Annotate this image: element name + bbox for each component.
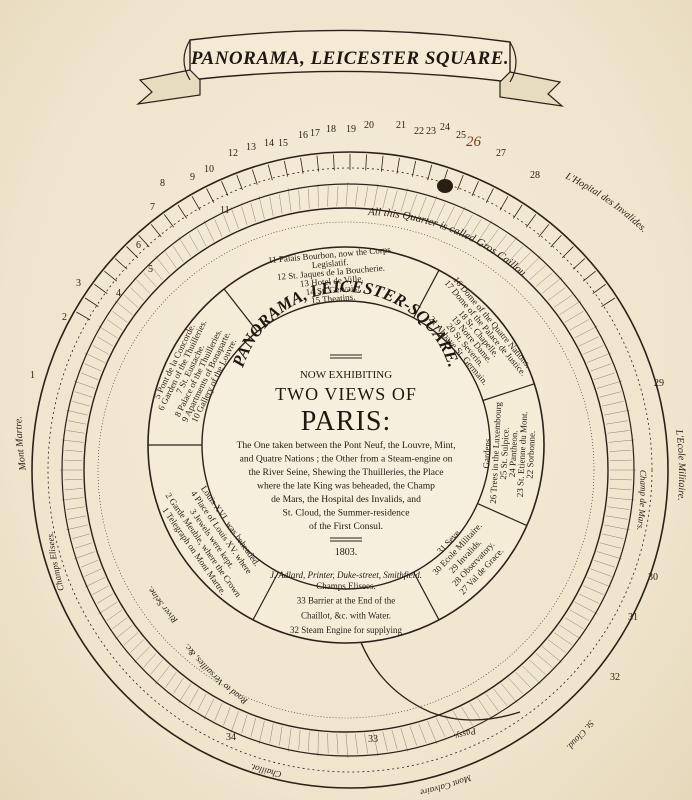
wheel-spoke xyxy=(413,571,440,621)
reference-number-5: 5 xyxy=(148,264,153,275)
wheel-spoke xyxy=(252,571,279,621)
label-passy: Passy. xyxy=(453,726,479,742)
wedge-line: Legislatif. xyxy=(311,257,348,270)
reference-number-15: 15 xyxy=(278,138,288,149)
two-views-of: TWO VIEWS OF xyxy=(275,384,417,404)
label-champs-elisees: Champs Elisees. xyxy=(45,531,66,592)
reference-number-8: 8 xyxy=(160,178,165,189)
reference-number-4: 4 xyxy=(116,288,121,299)
label-st-cloud: St. Cloud. xyxy=(565,719,596,753)
label-mont-martre: Mont Martre. xyxy=(13,416,29,472)
reference-number-12: 12 xyxy=(228,148,238,159)
reference-number-1: 1 xyxy=(30,370,35,381)
reference-number-34: 34 xyxy=(226,732,236,743)
banner-title: PANORAMA, LEICESTER SQUARE. xyxy=(190,48,509,69)
wedge-line: 23 St. Etienne du Mont. xyxy=(515,411,529,497)
wheel-spoke xyxy=(223,288,258,332)
reference-number-6: 6 xyxy=(136,240,141,251)
year: 1803. xyxy=(335,547,358,558)
river-seine-curve xyxy=(359,639,521,721)
reference-number-3: 3 xyxy=(76,278,81,289)
reference-number-20: 20 xyxy=(364,120,374,131)
printer-credit: J. Adlard, Printer, Duke-street, Smithfi… xyxy=(270,570,422,580)
reference-number-23: 23 xyxy=(426,126,436,137)
paris-heading: PARIS: xyxy=(301,406,392,437)
wedge-line: 33 Barrier at the End of the xyxy=(297,596,395,606)
wheel-spoke xyxy=(413,269,440,319)
reference-number-14: 14 xyxy=(264,138,274,149)
wedge-line: 25 St. Sulpice. xyxy=(498,427,511,480)
reference-number-31: 31 xyxy=(628,612,638,623)
reference-number-27: 27 xyxy=(496,148,506,159)
wedge-line: 32 Steam Engine for supplying xyxy=(290,625,402,635)
description-line: the River Seine, Shewing the Thuilleries… xyxy=(248,467,443,478)
label-river-seine: River Seine. xyxy=(145,585,181,627)
label-champ-de-mars: Champ de Mars. xyxy=(635,470,648,532)
label-hopital: L'Hopital des Invalides. xyxy=(563,170,649,234)
label-ecole: L'Ecole Militaire. xyxy=(673,428,687,501)
reference-number-24: 24 xyxy=(440,122,450,133)
wedge-line: 15 Theatins. xyxy=(311,292,356,306)
reference-number-26: 26 xyxy=(466,134,482,150)
reference-number-17: 17 xyxy=(310,128,320,139)
reference-number-25: 25 xyxy=(456,130,466,141)
reference-number-11: 11 xyxy=(220,205,230,216)
ink-blot xyxy=(437,179,453,193)
description-line: where the late King was beheaded, the Ch… xyxy=(257,481,435,492)
reference-number-2: 2 xyxy=(62,312,67,323)
reference-number-10: 10 xyxy=(204,164,214,175)
description-line: St. Cloud, the Summer-residence xyxy=(283,508,410,519)
reference-number-9: 9 xyxy=(190,172,195,183)
description-line: of the First Consul. xyxy=(309,521,383,532)
reference-number-30: 30 xyxy=(648,572,658,583)
wedge-line: 22 Sorbonne. xyxy=(524,430,536,478)
wedge-line: Champs Elisees. xyxy=(316,581,376,591)
reference-number-21: 21 xyxy=(396,120,406,131)
wedge-line: 24 Pantheon. xyxy=(507,430,519,477)
description-line: de Mars, the Hospital des Invalids, and xyxy=(271,494,421,505)
reference-number-28: 28 xyxy=(530,170,540,181)
reference-number-19: 19 xyxy=(346,124,356,135)
wedge-line: Chaillot, &c. with Water. xyxy=(301,610,391,620)
reference-number-16: 16 xyxy=(298,130,308,141)
skyline-hatching xyxy=(60,154,636,759)
now-exhibiting: NOW EXHIBITING xyxy=(300,369,392,381)
reference-number-22: 22 xyxy=(414,126,424,137)
description-line: The One taken between the Pont Neuf, the… xyxy=(237,440,456,451)
wedge-line: Gardens. xyxy=(481,436,493,469)
wheel-spoke xyxy=(477,503,528,527)
wheel-spoke xyxy=(482,383,535,402)
reference-number-29: 29 xyxy=(654,378,664,389)
wedge-key-5: 32 Steam Engine for supplying Chaillot, &… xyxy=(290,581,402,635)
reference-number-7: 7 xyxy=(150,202,155,213)
reference-number-18: 18 xyxy=(326,124,336,135)
wedge-line: 14 St. Gervais. xyxy=(305,282,359,297)
reference-number-32: 32 xyxy=(610,672,620,683)
reference-number-13: 13 xyxy=(246,142,256,153)
title-banner: PANORAMA, LEICESTER SQUARE. xyxy=(136,29,564,107)
reference-number-33: 33 xyxy=(368,734,378,745)
wedge-key-3: 22 Sorbonne.23 St. Etienne du Mont.24 Pa… xyxy=(481,401,537,504)
description-line: and Quatre Nations ; the Other from a St… xyxy=(240,454,453,465)
